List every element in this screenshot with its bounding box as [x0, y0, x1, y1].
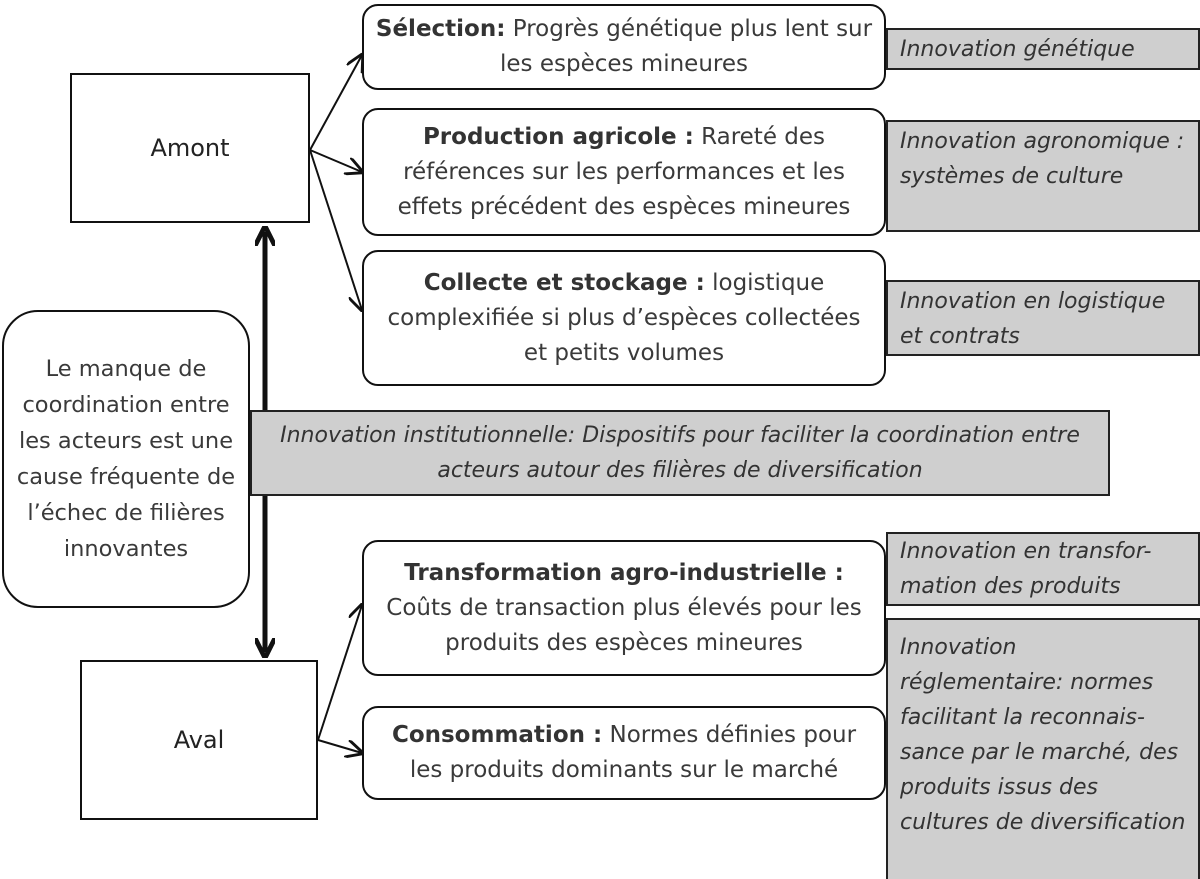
innovation-transformation: Innovation en transfor-mation des produi…: [886, 532, 1200, 606]
aval-label: Aval: [173, 726, 225, 754]
arrow-amont-production: [309, 149, 362, 172]
step-consommation-text: Normes définies pour les produits domina…: [409, 722, 857, 783]
amont-label: Amont: [150, 134, 230, 162]
innovation-agronomique-text: Innovation agronomique : systèmes de cul…: [900, 129, 1185, 189]
innovation-logistique: Innovation en logistique et contrats: [886, 280, 1200, 356]
step-collecte-text: logistique complexifiée si plus d’espèce…: [387, 269, 861, 366]
coordination-bubble: Le manque de coordination entre les acte…: [2, 310, 250, 608]
innovation-agronomique: Innovation agronomique : systèmes de cul…: [886, 120, 1200, 232]
step-production-title: Production agricole :: [422, 123, 694, 150]
step-selection-text: Progrès génétique plus lent sur les espè…: [500, 16, 873, 77]
step-production-text: Rareté des références sur les performanc…: [397, 123, 851, 220]
institutional-innovation-text: Innovation institutionnelle: Dispositifs…: [280, 423, 1080, 483]
step-selection: Sélection: Progrès génétique plus lent s…: [362, 4, 886, 90]
arrow-aval-transformation: [317, 605, 362, 741]
step-transformation-title: Transformation agro-industrielle :: [404, 559, 844, 586]
innovation-transformation-text: Innovation en transfor-mation des produi…: [900, 539, 1152, 599]
arrow-amont-selection: [309, 55, 362, 151]
aval-box: Aval: [80, 660, 318, 820]
arrow-amont-collecte: [309, 149, 362, 310]
innovation-genetique-text: Innovation génétique: [900, 36, 1135, 62]
step-selection-title: Sélection:: [375, 16, 506, 42]
step-transformation-text: Coûts de transaction plus élevés pour le…: [386, 594, 862, 656]
step-production: Production agricole : Rareté des référen…: [362, 108, 886, 236]
step-collecte-title: Collecte et stockage :: [423, 269, 705, 296]
step-transformation: Transformation agro-industrielle : Coûts…: [362, 540, 886, 676]
coordination-text: Le manque de coordination entre les acte…: [16, 356, 236, 562]
step-consommation: Consommation : Normes définies pour les …: [362, 706, 886, 800]
innovation-reglementaire: Innovation réglementaire: normes facilit…: [886, 618, 1200, 879]
step-consommation-title: Consommation :: [391, 722, 603, 748]
innovation-genetique: Innovation génétique: [886, 28, 1200, 70]
innovation-reglementaire-text: Innovation réglementaire: normes facilit…: [900, 635, 1186, 835]
step-collecte: Collecte et stockage : logistique comple…: [362, 250, 886, 386]
arrow-aval-consommation: [317, 739, 362, 753]
institutional-innovation-box: Innovation institutionnelle: Dispositifs…: [250, 410, 1110, 496]
amont-box: Amont: [70, 73, 310, 223]
innovation-logistique-text: Innovation en logistique et contrats: [900, 289, 1166, 349]
